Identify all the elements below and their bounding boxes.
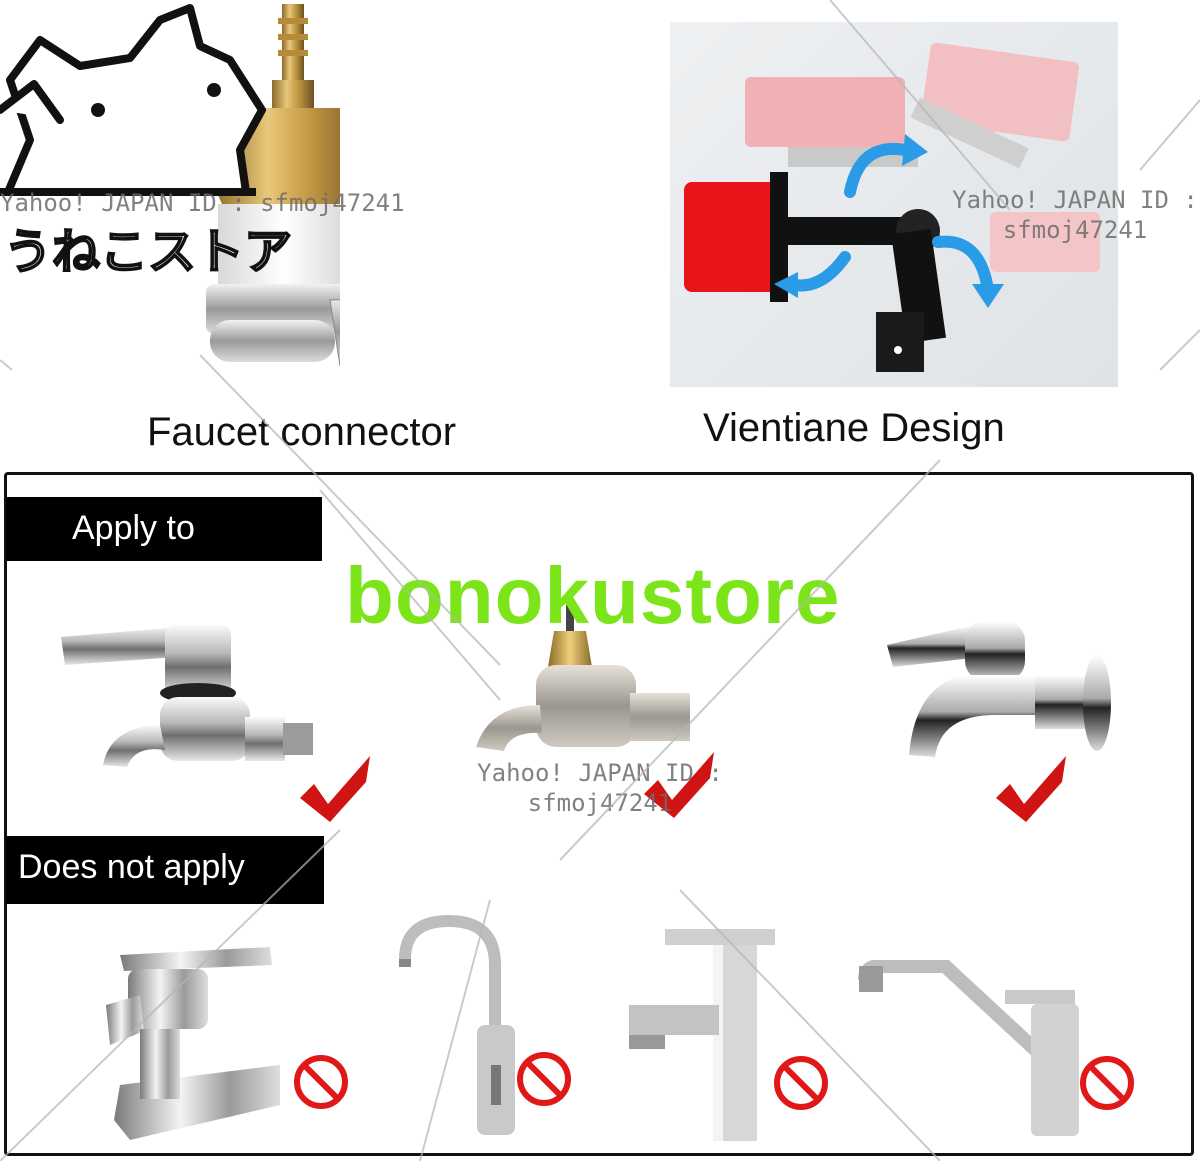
prohibited-icon	[1080, 1056, 1134, 1110]
watermark-middle: Yahoo! JAPAN ID : sfmoj47241	[470, 758, 730, 818]
cat-logo-icon	[0, 4, 266, 196]
does-not-apply-label: Does not apply	[6, 836, 324, 904]
check-mark-icon	[300, 756, 370, 822]
prohibited-icon	[294, 1055, 348, 1109]
watermark-middle-line2: sfmoj47241	[527, 789, 673, 817]
incompatible-faucet-2	[399, 915, 515, 1135]
caption-faucet-connector: Faucet connector	[147, 410, 457, 454]
watermark-top-left: Yahoo! JAPAN ID : sfmoj47241	[0, 189, 405, 217]
check-mark-icon	[996, 756, 1066, 822]
incompatible-faucet-1	[106, 947, 280, 1140]
incompatible-faucet-4	[858, 960, 1079, 1136]
incompatible-faucet-3	[629, 929, 775, 1141]
compatible-faucet-1	[61, 625, 313, 767]
watermark-top-right: Yahoo! JAPAN ID : sfmoj47241	[945, 185, 1200, 245]
prohibited-icon	[774, 1056, 828, 1110]
store-watermark: bonokustore	[345, 551, 841, 640]
watermark-top-right-line2: sfmoj47241	[1002, 216, 1148, 244]
apply-to-label: Apply to	[6, 497, 322, 561]
caption-vientiane-design: Vientiane Design	[703, 406, 1005, 450]
prohibited-icon	[517, 1052, 571, 1106]
watermark-top-right-line1: Yahoo! JAPAN ID :	[952, 186, 1198, 214]
watermark-middle-line1: Yahoo! JAPAN ID :	[477, 759, 723, 787]
store-logo-text: うねこストア	[3, 223, 293, 281]
